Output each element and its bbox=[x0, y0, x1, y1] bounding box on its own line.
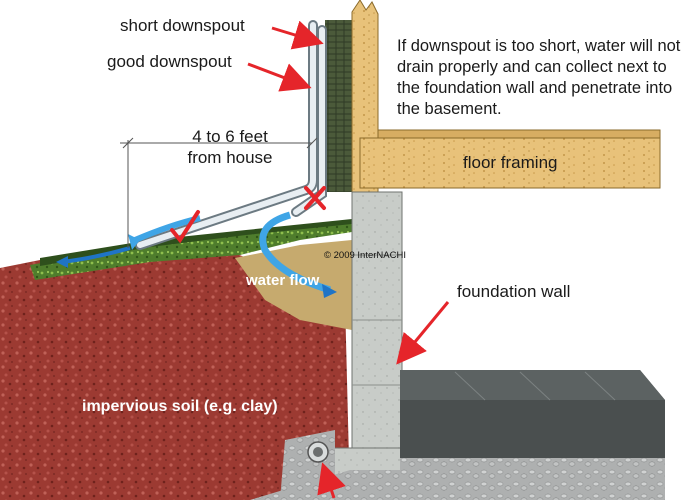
x-mark-icon bbox=[304, 186, 326, 210]
impervious-soil bbox=[0, 250, 350, 500]
good-downspout-arrow bbox=[247, 62, 312, 92]
copyright-label: © 2009 InterNACHI bbox=[324, 250, 406, 261]
foundation-wall bbox=[351, 191, 403, 451]
sand-backfill bbox=[235, 240, 352, 330]
short-downspout-arrow bbox=[271, 20, 324, 50]
brick-wall bbox=[325, 20, 353, 192]
grass-layer bbox=[30, 222, 352, 280]
foundation-wall-label: foundation wall bbox=[457, 282, 571, 301]
good-downspout-label: good downspout bbox=[107, 52, 232, 71]
check-mark-icon bbox=[170, 210, 200, 244]
short-downspout-label: short downspout bbox=[120, 16, 245, 35]
drain-arrow bbox=[317, 462, 346, 499]
distance-label-line1: 4 to 6 feet bbox=[192, 127, 268, 146]
turf-edge bbox=[40, 219, 352, 266]
water-flow-arrow bbox=[259, 211, 332, 294]
distance-label-line2: from house bbox=[187, 148, 273, 167]
water-flow-label: water flow bbox=[246, 272, 320, 289]
impervious-soil-label: impervious soil (e.g. clay) bbox=[82, 398, 278, 415]
foundation-wall-arrow bbox=[396, 301, 450, 365]
floor-framing-label: floor framing bbox=[463, 153, 558, 172]
explanation-note: If downspout is too short, water will no… bbox=[397, 37, 681, 118]
